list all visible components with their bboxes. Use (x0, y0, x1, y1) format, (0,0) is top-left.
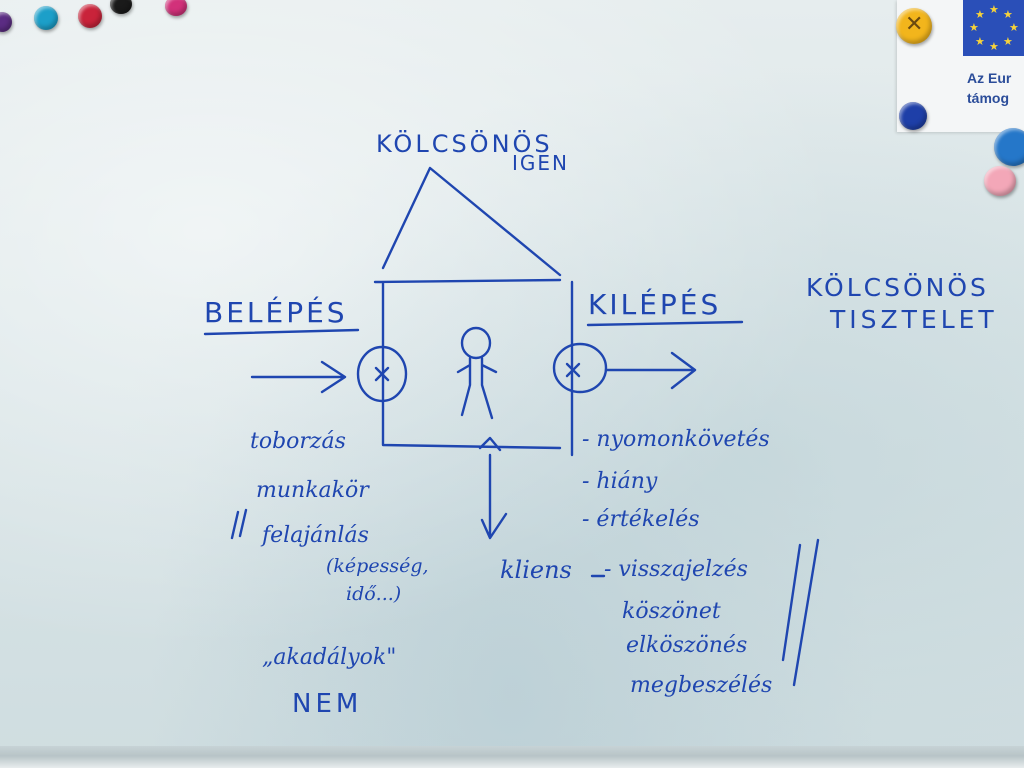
exit-underline (586, 320, 744, 327)
light-pink-magnet (984, 166, 1016, 196)
left-item-1: toborzás (250, 429, 346, 454)
obstacles-label: „akadályok" (262, 645, 396, 670)
exit-door-circle (552, 342, 608, 394)
entry-underline (203, 328, 360, 336)
right-item-5: köszönet (622, 599, 721, 624)
exit-arrow (605, 351, 697, 390)
x-mark-icon: ✕ (905, 12, 924, 37)
blue-magnet (994, 128, 1024, 166)
left-equals-marks (230, 508, 248, 540)
side-heading-line2: TISZTELET (829, 305, 998, 334)
roof-label-line2: IGEN (512, 151, 569, 175)
left-item-4: (képesség, (326, 555, 429, 577)
client-label: kliens (500, 556, 572, 584)
right-item-6: elköszönés (626, 633, 747, 658)
right-item-3: - értékelés (582, 507, 700, 532)
yellow-magnet: ✕ (896, 8, 932, 44)
right-item-1: - nyomonkövetés (582, 427, 770, 452)
purple-magnet (0, 12, 12, 32)
pink-magnet (165, 0, 187, 16)
black-magnet (110, 0, 132, 14)
roof-label-line1: KÖLCSÖNÖS (376, 129, 553, 158)
roof-lines (381, 166, 562, 277)
left-item-2: munkakör (256, 478, 370, 503)
left-item-3: felajánlás (260, 523, 369, 548)
client-double-arrow (478, 436, 508, 540)
right-equals-marks (781, 538, 820, 687)
eu-flag-icon: ★ ★ ★ ★ ★ ★ ★ ★ (963, 0, 1024, 56)
side-heading-line1: KÖLCSÖNÖS (806, 273, 989, 302)
exit-heading: KILÉPÉS (588, 287, 721, 321)
entry-door-circle (356, 345, 408, 403)
navy-magnet (899, 102, 927, 130)
teal-magnet (34, 6, 58, 30)
right-item-4: - visszajelzés (604, 557, 748, 582)
left-item-5: idő...) (346, 583, 401, 605)
right-item-7: megbeszélés (630, 673, 772, 698)
whiteboard-tray (0, 746, 1024, 768)
entry-arrow (250, 360, 347, 394)
nem-label: NEM (292, 689, 362, 719)
red-magnet (78, 4, 102, 28)
person-figure (456, 326, 498, 420)
eu-sign-text: Az Eur támog (967, 70, 1012, 106)
right-item-2: - hiány (582, 469, 658, 494)
entry-heading: BELÉPÉS (204, 295, 348, 329)
